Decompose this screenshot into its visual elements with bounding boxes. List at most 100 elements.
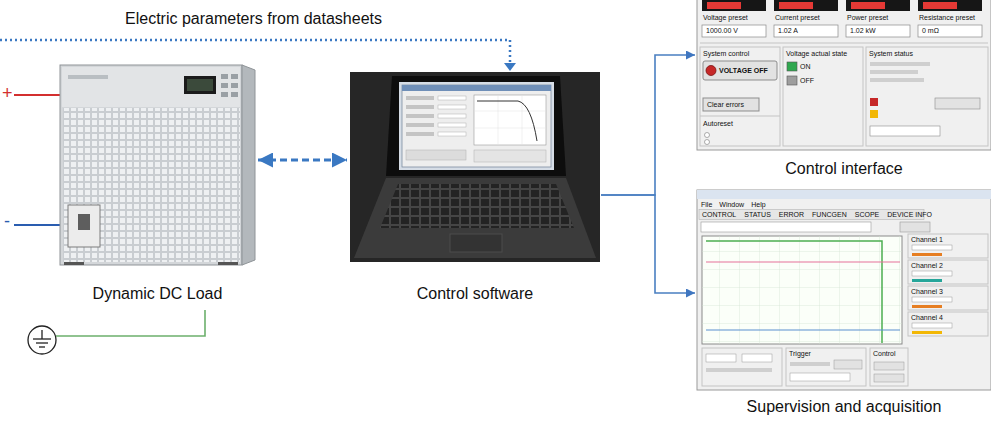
dc-load-cabinet [184, 76, 216, 94]
ui-label: Control [873, 350, 896, 358]
menu-item: Window [719, 201, 744, 209]
dc-load-cabinet [63, 108, 240, 262]
control-screenshot [935, 98, 980, 109]
control-screenshot [870, 98, 878, 106]
scope-screenshot [706, 354, 736, 362]
control-screenshot [779, 2, 813, 9]
control-screenshot [700, 47, 780, 146]
scope-screenshot [702, 236, 902, 344]
scope-screenshot [697, 190, 991, 199]
connector-arrow [601, 55, 695, 195]
laptop-photo [438, 105, 466, 109]
connector-arrow [258, 159, 347, 162]
ui-value: 1.02 kW [850, 27, 876, 35]
scope-screenshot [706, 329, 900, 330]
laptop-photo [350, 72, 600, 262]
control-screenshot [851, 2, 885, 9]
tab-label: FUNCGEN [812, 211, 847, 219]
control-screenshot [870, 62, 930, 66]
dc-load-cabinet [231, 83, 238, 88]
laptop-photo [477, 101, 537, 141]
node-label: Dynamic DC Load [93, 285, 223, 303]
polarity-sign: - [4, 212, 10, 232]
dc-load-cabinet [221, 83, 228, 88]
dc-load-cabinet [242, 65, 255, 265]
laptop-photo [474, 95, 546, 145]
control-screenshot [706, 66, 716, 76]
laptop-photo [438, 123, 466, 127]
control-screenshot [846, 0, 910, 11]
ground-symbol [56, 310, 205, 336]
scope-screenshot [702, 236, 902, 344]
scope-screenshot [790, 373, 850, 381]
control-screenshot [697, 0, 991, 150]
dc-load-cabinet [221, 92, 228, 97]
control-screenshot [700, 43, 988, 44]
scope-screenshot [874, 374, 904, 382]
laptop-computer: Control software [350, 72, 600, 262]
laptop-photo [399, 82, 554, 170]
scope-screenshot [702, 348, 782, 386]
laptop-photo [474, 95, 546, 145]
control-screenshot [703, 61, 777, 80]
ground-symbol [36, 342, 48, 343]
control-screenshot [870, 126, 940, 136]
laptop-photo [350, 72, 600, 262]
ground-symbol [33, 338, 51, 339]
control-screenshot [700, 116, 780, 117]
dc-load-cabinet [231, 74, 238, 79]
scope-screenshot [912, 297, 952, 302]
laptop-photo [406, 150, 466, 160]
annotation-text: Electric parameters from datasheets [125, 10, 382, 28]
control-screenshot [703, 98, 759, 111]
scope-screenshot [701, 222, 871, 232]
control-screenshot [774, 25, 838, 37]
control-screenshot [870, 78, 924, 82]
datasheet-arrow [0, 40, 510, 64]
ui-label: Resistance preset [919, 14, 975, 22]
ui-label: ON [800, 63, 811, 71]
ui-label: System control [703, 50, 749, 58]
laptop-photo [380, 184, 574, 228]
control-screenshot [707, 2, 741, 9]
dc-load-cabinet [68, 75, 108, 79]
ui-value: 1.02 A [778, 27, 798, 35]
laptop-photo [402, 85, 551, 167]
laptop-photo [438, 114, 466, 118]
control-screenshot [697, 0, 991, 150]
control-screenshot [787, 62, 797, 71]
power-wires [14, 94, 60, 96]
scope-screenshot [908, 260, 988, 284]
control-screenshot [774, 0, 838, 11]
control-screenshot [846, 25, 910, 37]
scope-screenshot [908, 286, 988, 310]
scope-screenshot [912, 253, 942, 256]
scope-screenshot [697, 190, 991, 390]
dc-load-unit: Dynamic DC Load [60, 65, 255, 265]
scope-screenshot [908, 234, 988, 258]
control-screenshot [705, 140, 710, 145]
scope-screenshot [790, 362, 830, 366]
ui-button-text: VOLTAGE OFF [719, 67, 768, 75]
ui-button-text: Clear errors [707, 101, 744, 109]
control-screenshot [870, 70, 918, 74]
node-label: Control interface [785, 160, 902, 178]
scope-screenshot [874, 362, 904, 370]
screenshot-panel: Supervision and acquisition [697, 190, 991, 390]
dc-load-cabinet [218, 262, 238, 265]
screenshot-panel: Control interface [697, 0, 991, 150]
dc-load-cabinet [64, 262, 84, 265]
scope-screenshot [912, 323, 952, 328]
scope-screenshot [912, 305, 942, 308]
scope-screenshot [834, 360, 862, 369]
ui-label: Power preset [847, 14, 888, 22]
scope-screenshot [912, 245, 952, 250]
ui-label: Trigger [789, 350, 811, 358]
tab-label: DEVICE INFO [887, 211, 932, 219]
connector-arrow [601, 195, 695, 293]
scope-screenshot [908, 312, 988, 336]
ui-label: Channel 3 [911, 288, 943, 296]
ui-value: 1000.00 V [706, 27, 738, 35]
tab-label: CONTROL [702, 211, 736, 219]
